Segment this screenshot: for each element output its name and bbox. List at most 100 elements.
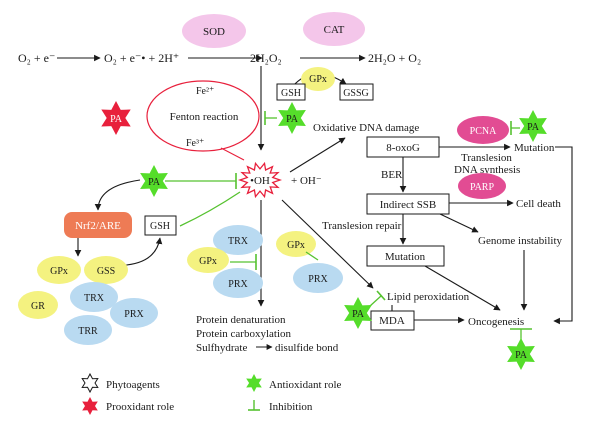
arrow-oh-lipid bbox=[281, 199, 374, 289]
pa-label-fenton: PA bbox=[110, 114, 123, 125]
legend-phytoagents: Phytoagents bbox=[106, 379, 160, 391]
oh-burst bbox=[237, 161, 283, 199]
protein-line2: Protein carboxylation bbox=[196, 328, 292, 340]
legend-antioxidant-icon bbox=[246, 374, 262, 392]
enz-prx bbox=[110, 298, 158, 328]
h2o2-label: 2H₂O₂ bbox=[250, 51, 282, 65]
star-shape bbox=[101, 101, 131, 135]
pcna-ellipse bbox=[457, 116, 509, 144]
ber-label: BER bbox=[381, 169, 403, 181]
center-gpx bbox=[187, 247, 229, 273]
gpx-top-ellipse bbox=[301, 67, 335, 91]
enz-trr-label: TRR bbox=[78, 326, 98, 337]
parp-ellipse bbox=[458, 173, 506, 199]
cat-ellipse bbox=[303, 12, 365, 46]
water-label: 2H₂O + O₂ bbox=[368, 51, 421, 65]
inhibit-gsh-oh bbox=[179, 191, 241, 227]
gsh-top-label: GSH bbox=[281, 88, 301, 99]
legend-phytoagent-icon bbox=[81, 372, 99, 394]
legend-prooxidant: Prooxidant role bbox=[106, 401, 174, 413]
mda-label: MDA bbox=[379, 315, 405, 327]
enz-trx-label: TRX bbox=[84, 293, 105, 304]
ssb-label: Indirect SSB bbox=[380, 199, 437, 211]
center-trx bbox=[213, 225, 263, 255]
right-gpx bbox=[276, 231, 316, 257]
pcna-label: PCNA bbox=[470, 126, 497, 137]
pa-label-h2o2: PA bbox=[286, 114, 299, 125]
arrow-mutationright-onco bbox=[553, 146, 573, 325]
right-gpx-label: GPx bbox=[287, 240, 305, 251]
pa-star-pcna: PA bbox=[519, 110, 547, 142]
pa-star-onco: PA bbox=[507, 338, 535, 370]
right-prx bbox=[293, 263, 343, 293]
sod-ellipse bbox=[182, 14, 246, 48]
cell-death-label: Cell death bbox=[516, 198, 561, 210]
pa-star-h2o2: PA bbox=[278, 102, 306, 134]
gsh-top-box bbox=[276, 83, 306, 101]
arrow-oh-dna bbox=[289, 137, 346, 173]
arrow-pa-nrf2 bbox=[94, 179, 141, 211]
gsh-mid-box bbox=[144, 215, 177, 236]
gsh-mid-label: GSH bbox=[150, 221, 170, 232]
fenton-cycle bbox=[146, 80, 260, 152]
enz-gss bbox=[84, 256, 128, 284]
pa-star-fenton: PA bbox=[101, 101, 131, 135]
protein-line1: Protein denaturation bbox=[196, 314, 286, 326]
pa-star-lipid: PA bbox=[344, 297, 372, 329]
star-shape bbox=[81, 372, 99, 394]
star-shape bbox=[507, 338, 535, 370]
cat-label: CAT bbox=[324, 24, 345, 36]
reactant-o2-e: O₂ + e⁻ bbox=[18, 51, 55, 65]
pa-label-lipid: PA bbox=[352, 309, 365, 320]
mutation-box bbox=[366, 245, 445, 267]
center-gpx-label: GPx bbox=[199, 256, 217, 267]
mutation-right-label: Mutation bbox=[514, 142, 555, 154]
legend-antioxidant: Antioxidant role bbox=[269, 379, 342, 391]
enz-prx-label: PRX bbox=[124, 309, 144, 320]
protein-line3: Sulfhydrate bbox=[196, 342, 247, 354]
translesion-2: DNA synthesis bbox=[454, 164, 520, 176]
inhibit-right-cluster bbox=[305, 251, 319, 261]
mutation-box-label: Mutation bbox=[385, 251, 426, 263]
legend-inhibition: Inhibition bbox=[269, 401, 313, 413]
legend-inhibition-icon bbox=[248, 400, 260, 411]
gpx-top-label: GPx bbox=[309, 74, 327, 85]
legend-prooxidant-icon bbox=[82, 397, 98, 415]
pa-label-nrf2: PA bbox=[148, 177, 161, 188]
inhibit-bar-lipid bbox=[376, 290, 386, 301]
pa-star-nrf2: PA bbox=[140, 165, 168, 197]
genome-label: Genome instability bbox=[478, 235, 563, 247]
pa-label-onco: PA bbox=[515, 350, 528, 361]
arrow-ssb-genome bbox=[439, 213, 479, 233]
fenton-label: Fenton reaction bbox=[170, 111, 239, 123]
oh-label: •OH bbox=[250, 175, 270, 187]
center-trx-label: TRX bbox=[228, 236, 249, 247]
oh-minus-label: + OH⁻ bbox=[291, 175, 322, 187]
translesion-1: Translesion bbox=[461, 152, 512, 164]
fe3-label: Fe³⁺ bbox=[186, 138, 204, 149]
nrf2-label: Nrf2/ARE bbox=[75, 220, 121, 232]
arrow-fenton-oh bbox=[220, 147, 245, 161]
enz-gpx-label: GPx bbox=[50, 266, 68, 277]
gssg-label: GSSG bbox=[343, 88, 369, 99]
translesion-repair-label: Translesion repair bbox=[322, 220, 402, 232]
star-shape bbox=[140, 165, 168, 197]
center-prx-label: PRX bbox=[228, 279, 248, 290]
pa-label-pcna: PA bbox=[527, 122, 540, 133]
parp-label: PARP bbox=[470, 182, 495, 193]
right-prx-label: PRX bbox=[308, 274, 328, 285]
arrow-gss-gsh bbox=[125, 237, 163, 266]
enz-trr bbox=[64, 315, 112, 345]
protein-line3b: disulfide bond bbox=[275, 342, 339, 354]
enz-trx bbox=[70, 282, 118, 312]
arrow-mutation-onco bbox=[424, 265, 501, 311]
star-shape bbox=[519, 110, 547, 142]
lipid-label: Lipid peroxidation bbox=[387, 291, 470, 303]
dna-damage-label: Oxidative DNA damage bbox=[313, 122, 419, 134]
superoxide-label: O₂ + e⁻• + 2H⁺ bbox=[104, 51, 179, 65]
inhibit-pa-lipid bbox=[369, 295, 382, 307]
enz-gss-label: GSS bbox=[97, 266, 115, 277]
star-shape bbox=[278, 102, 306, 134]
